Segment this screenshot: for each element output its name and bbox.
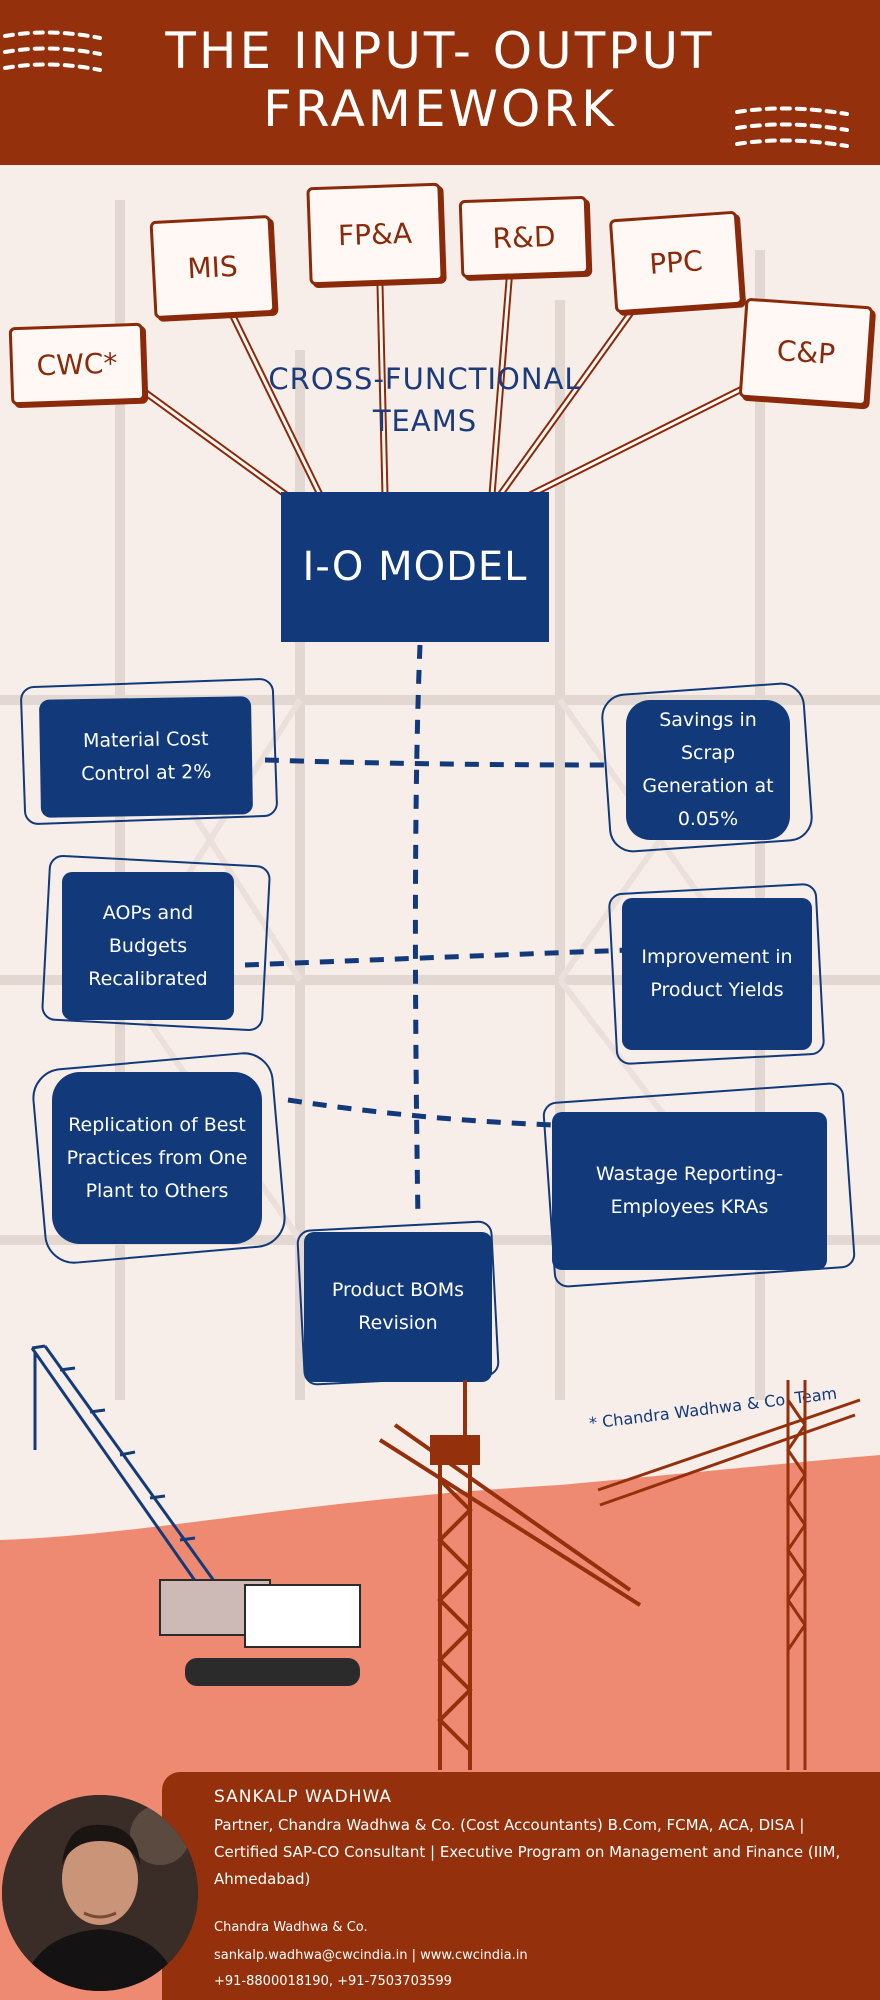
- team-box-fpa: FP&A: [306, 182, 444, 286]
- team-label-cwc: CWC*: [36, 346, 118, 382]
- outcome-product-yields: Improvement in Product Yields: [622, 898, 812, 1050]
- outcome-best-practices-text: Replication of Best Practices from One P…: [66, 1113, 248, 1202]
- outcome-wastage: Wastage Reporting- Employees KRAs: [552, 1112, 827, 1270]
- cross-functional-line-1: CROSS-FUNCTIONAL: [268, 362, 582, 396]
- outcome-aops-budgets-text: AOPs and Budgets Recalibrated: [88, 901, 208, 990]
- outcome-material-cost-text: Material Cost Control at 2%: [81, 727, 212, 786]
- author-contact[interactable]: sankalp.wadhwa@cwcindia.in | www.cwcindi…: [214, 1948, 528, 1963]
- team-box-rd: R&D: [458, 195, 590, 279]
- dash-decoration-left-icon: [3, 30, 102, 72]
- outcome-product-yields-text: Improvement in Product Yields: [641, 946, 793, 1001]
- construction-cranes-illustration: [30, 1344, 861, 1770]
- team-box-mis: MIS: [149, 214, 276, 320]
- team-box-cp: C&P: [738, 297, 874, 407]
- io-model-label: I-O MODEL: [302, 544, 528, 590]
- team-label-ppc: PPC: [648, 243, 704, 281]
- team-label-mis: MIS: [186, 249, 239, 285]
- outcome-scrap-savings: Savings in Scrap Generation at 0.05%: [626, 700, 790, 840]
- title-line-1: THE INPUT- OUTPUT: [165, 22, 715, 80]
- page-title: THE INPUT- OUTPUT FRAMEWORK: [0, 22, 880, 138]
- cross-functional-line-2: TEAMS: [372, 404, 478, 438]
- author-phones: +91-8800018190, +91-7503703599: [214, 1974, 452, 1989]
- outcome-connectors: [244, 644, 631, 1220]
- team-box-ppc: PPC: [608, 210, 744, 314]
- team-box-cwc: CWC*: [8, 322, 146, 406]
- io-model-box: I-O MODEL: [281, 492, 549, 642]
- outcome-best-practices: Replication of Best Practices from One P…: [52, 1072, 262, 1244]
- team-label-fpa: FP&A: [337, 216, 413, 252]
- outcome-boms: Product BOMs Revision: [304, 1232, 492, 1382]
- avatar: [2, 1795, 198, 1991]
- team-connectors: [132, 267, 772, 508]
- outcome-scrap-savings-text: Savings in Scrap Generation at 0.05%: [642, 709, 774, 830]
- header-banner: [0, 0, 880, 165]
- author-footer: SANKALP WADHWA Partner, Chandra Wadhwa &…: [162, 1772, 880, 2000]
- outcome-wastage-text: Wastage Reporting- Employees KRAs: [595, 1163, 784, 1218]
- team-label-rd: R&D: [492, 219, 556, 255]
- outcome-aops-budgets: AOPs and Budgets Recalibrated: [62, 872, 234, 1020]
- author-bio: Partner, Chandra Wadhwa & Co. (Cost Acco…: [214, 1816, 841, 1888]
- firm-name: Chandra Wadhwa & Co.: [214, 1920, 368, 1935]
- outcome-material-cost: Material Cost Control at 2%: [38, 696, 254, 818]
- cross-functional-teams-label: CROSS-FUNCTIONAL TEAMS: [245, 358, 605, 442]
- team-label-cp: C&P: [775, 333, 837, 371]
- person-portrait-icon: [2, 1795, 198, 1991]
- outcome-boms-text: Product BOMs Revision: [331, 1279, 465, 1334]
- title-line-2: FRAMEWORK: [263, 80, 617, 138]
- dash-decoration-right-icon: [735, 106, 849, 148]
- author-name: SANKALP WADHWA: [214, 1787, 392, 1807]
